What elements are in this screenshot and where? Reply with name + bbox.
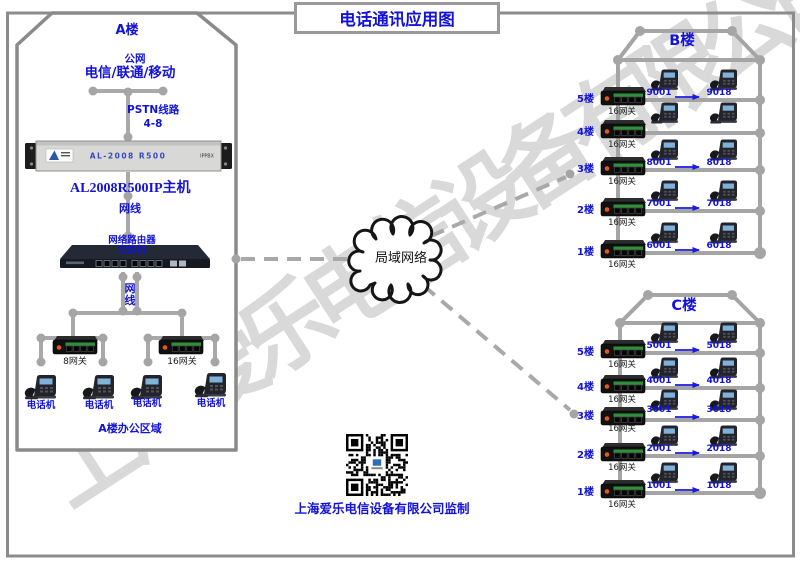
floor-label: 2楼 xyxy=(577,205,594,216)
floor-label: 1楼 xyxy=(577,487,594,498)
floor-label: 1楼 xyxy=(577,247,594,258)
floor-label: 5楼 xyxy=(577,347,594,358)
gateway-label: 16网关 xyxy=(608,424,636,434)
gateway-label: 16网关 xyxy=(608,218,636,228)
gateway-16-label: 16网关 xyxy=(167,357,197,367)
router-label-2: 交换机 xyxy=(117,245,147,256)
diagram-title-box: 电话通讯应用图 xyxy=(294,2,500,34)
phone-label: 电话机 xyxy=(84,400,114,411)
building-c-dots xyxy=(615,290,766,499)
floor-label: 4楼 xyxy=(577,127,594,138)
ext-from: 6001 xyxy=(646,241,672,251)
ext-from: 5001 xyxy=(646,341,672,351)
cable-label-top: 网线 xyxy=(119,202,141,215)
ext-from: 1001 xyxy=(646,481,672,491)
ext-to: 7018 xyxy=(706,199,732,209)
ext-from: 8001 xyxy=(646,158,672,168)
gateway-label: 16网关 xyxy=(608,463,636,473)
gateway-8-label: 8网关 xyxy=(63,357,87,367)
cable-label-mid-1: 网 xyxy=(124,282,136,295)
carriers-label: 电信/联通/移动 xyxy=(84,65,176,81)
building-b-dots xyxy=(613,26,766,259)
lan-links-dashed xyxy=(241,175,572,412)
phone-label: 电话机 xyxy=(196,398,226,409)
gateway-label: 16网关 xyxy=(608,107,636,117)
ext-from: 3001 xyxy=(646,405,672,415)
ext-to: 2018 xyxy=(706,444,732,454)
host-label: AL2008R500IP主机 xyxy=(70,181,191,196)
ext-from: 7001 xyxy=(646,199,672,209)
gateway-label: 16网关 xyxy=(608,260,636,270)
floor-label: 3楼 xyxy=(577,411,594,422)
public-net-label: 公网 xyxy=(124,53,146,65)
ippbx-rack-icon xyxy=(25,140,232,172)
cable-label-mid-2: 线 xyxy=(124,294,136,307)
lan-cloud xyxy=(347,215,443,304)
ext-from: 4001 xyxy=(646,376,672,386)
gateway-16-icon xyxy=(158,336,204,355)
pstn-label: PSTN线路 xyxy=(127,104,180,116)
gateway-label: 16网关 xyxy=(608,500,636,510)
floor-label: 3楼 xyxy=(577,164,594,175)
ext-to: 8018 xyxy=(706,158,732,168)
building-c-title: C楼 xyxy=(671,298,697,314)
router-label-1: 网络路由器 xyxy=(108,235,156,246)
gateway-8-icon xyxy=(52,336,98,355)
publisher-label: 上海爱乐电信设备有限公司监制 xyxy=(294,501,470,516)
extension-arrows xyxy=(675,94,700,493)
ext-to: 9018 xyxy=(706,88,732,98)
building-a-title: A楼 xyxy=(115,23,139,38)
gateway-label: 16网关 xyxy=(608,140,636,150)
office-area-label: A楼办公区域 xyxy=(98,422,162,435)
ext-from: 2001 xyxy=(646,444,672,454)
floor-label: 5楼 xyxy=(577,94,594,105)
gateway-label: 16网关 xyxy=(608,395,636,405)
qr-code xyxy=(346,434,408,496)
ext-to: 6018 xyxy=(706,241,732,251)
ext-to: 4018 xyxy=(706,376,732,386)
phone-label: 电话机 xyxy=(132,398,162,409)
ext-from: 9001 xyxy=(646,88,672,98)
lan-cloud-label: 局域网络 xyxy=(374,251,427,266)
link-cloud-to-c xyxy=(422,284,572,412)
gateway-label: 16网关 xyxy=(608,360,636,370)
building-b-title: B楼 xyxy=(669,33,695,49)
diagram-title: 电话通讯应用图 xyxy=(339,10,455,29)
floor-label: 4楼 xyxy=(577,382,594,393)
building-a-junction-dots xyxy=(36,86,241,367)
gateway-label: 16网关 xyxy=(608,177,636,187)
pstn-range-label: 4-8 xyxy=(143,118,163,130)
floor-label: 2楼 xyxy=(577,450,594,461)
ext-to: 5018 xyxy=(706,341,732,351)
link-cloud-to-b xyxy=(430,175,567,238)
phone-label: 电话机 xyxy=(26,400,56,411)
ext-to: 1018 xyxy=(706,481,732,491)
ext-to: 3018 xyxy=(706,405,732,415)
